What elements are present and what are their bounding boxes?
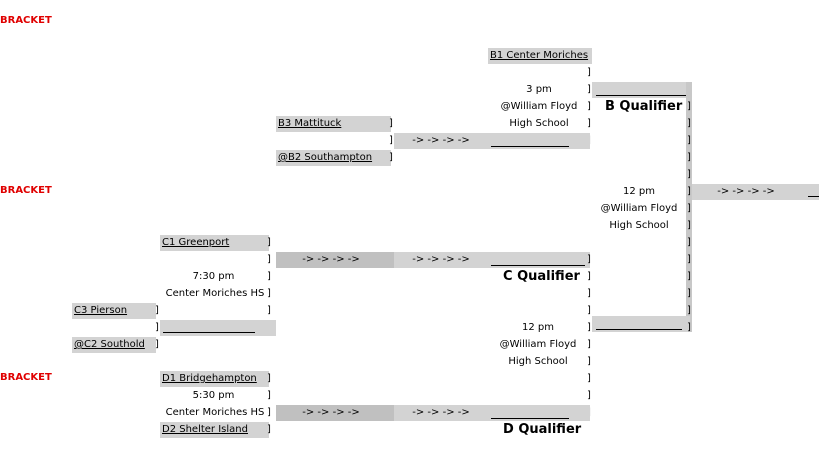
d-game-location: Center Moriches HS [165,407,265,418]
bracket-tick: ] [687,101,691,112]
bracket-tick: ] [389,118,393,129]
d-advance-bar-2 [394,405,488,421]
d-qualifier-line [491,418,569,419]
b-game-location: @William Floyd [500,101,578,112]
bracket-label-b: BRACKET [0,15,52,26]
team-c1[interactable]: C1 Greenport [160,235,269,251]
b-game-time: 3 pm [526,84,552,95]
advance-bar [394,133,488,149]
c-advance-arrows-2: -> -> -> -> [412,254,470,265]
bracket-tick: ] [587,271,591,282]
c-qualifier-slot [488,252,590,268]
cd-game-location: High School [508,356,568,367]
bracket-tick: ] [267,254,271,265]
c-game-time: 7:30 pm [192,271,235,282]
bracket-tick: ] [155,322,159,333]
bracket-tick: ] [587,118,591,129]
bracket-tick: ] [389,135,393,146]
team-c2[interactable]: @C2 Southold [72,337,156,353]
bracket-tick: ] [687,237,691,248]
bracket-tick: ] [267,237,271,248]
c-advance-arrows: -> -> -> -> [302,254,360,265]
cd-game-location: @William Floyd [499,339,577,350]
bracket-tick: ] [587,322,591,333]
team-d1[interactable]: D1 Bridgehampton [160,371,269,387]
cd-winner-line [596,329,682,330]
d-game-time: 5:30 pm [192,390,235,401]
bracket-tick: ] [687,135,691,146]
bracket-tick: ] [587,84,591,95]
bracket-tick: ] [155,305,159,316]
final-advance-arrows: -> -> -> -> [717,186,775,197]
bracket-tick: ] [587,67,591,78]
team-d2[interactable]: D2 Shelter Island [160,422,269,438]
bracket-tick: ] [389,152,393,163]
bracket-tick: ] [267,288,271,299]
bracket-tick: ] [687,271,691,282]
bracket-tick: ] [267,305,271,316]
bracket-tick: ] [267,424,271,435]
final-advance-bar [692,184,819,200]
b-qualifier-slot [592,82,690,98]
cd-game-time: 12 pm [522,322,554,333]
team-b3[interactable]: B3 Mattituck [276,116,391,132]
bracket-tick: ] [587,390,591,401]
b-qualifier-label: B Qualifier [605,99,683,114]
bracket-tick: ] [587,254,591,265]
team-b2[interactable]: @B2 Southampton [276,150,391,166]
c-advance-bar [276,252,394,268]
bracket-tick: ] [587,373,591,384]
bracket-tick: ] [587,288,591,299]
bracket-tick: ] [687,118,691,129]
bracket-tick: ] [687,254,691,265]
c-winner-slot [160,320,276,336]
team-c3[interactable]: C3 Pierson [72,303,156,319]
bracket-tick: ] [267,271,271,282]
final-game-location: High School [609,220,669,231]
bracket-label-d: BRACKET [0,372,52,383]
bracket-tick: ] [687,186,691,197]
d-qualifier-slot [488,405,590,421]
c-game-location: Center Moriches HS [165,288,265,299]
bracket-tick: ] [155,339,159,350]
final-winner-line [808,196,819,197]
c-winner-line [163,332,255,333]
c-advance-bar-2 [394,252,488,268]
bracket-tick: ] [587,305,591,316]
advance-arrows: -> -> -> -> [412,135,470,146]
bracket-tick: ] [687,288,691,299]
final-connector [686,82,692,332]
d-advance-arrows: -> -> -> -> [302,407,360,418]
bracket-tick: ] [587,101,591,112]
bracket-tick: ] [267,407,271,418]
bracket-tick: ] [687,169,691,180]
winner-slot [488,133,590,149]
d-qualifier-label: D Qualifier [503,422,582,437]
bracket-tick: ] [587,356,591,367]
bracket-tick: ] [267,390,271,401]
c-qualifier-label: C Qualifier [503,269,580,284]
final-game-location: @William Floyd [600,203,678,214]
bracket-tick: ] [687,322,691,333]
winner-line [491,146,569,147]
b-game-location: High School [509,118,569,129]
bracket-tick: ] [267,373,271,384]
bracket-label-c: BRACKET [0,185,52,196]
c-qualifier-line [491,265,585,266]
bracket-tick: ] [687,203,691,214]
bracket-tick: ] [687,305,691,316]
cd-winner-slot [592,316,690,332]
final-game-time: 12 pm [623,186,655,197]
bracket-tick: ] [687,220,691,231]
b-qualifier-line [596,95,686,96]
d-advance-bar [276,405,394,421]
bracket-tick: ] [587,339,591,350]
bracket-tick: ] [687,152,691,163]
d-advance-arrows-2: -> -> -> -> [412,407,470,418]
team-b1[interactable]: B1 Center Moriches [488,48,592,64]
